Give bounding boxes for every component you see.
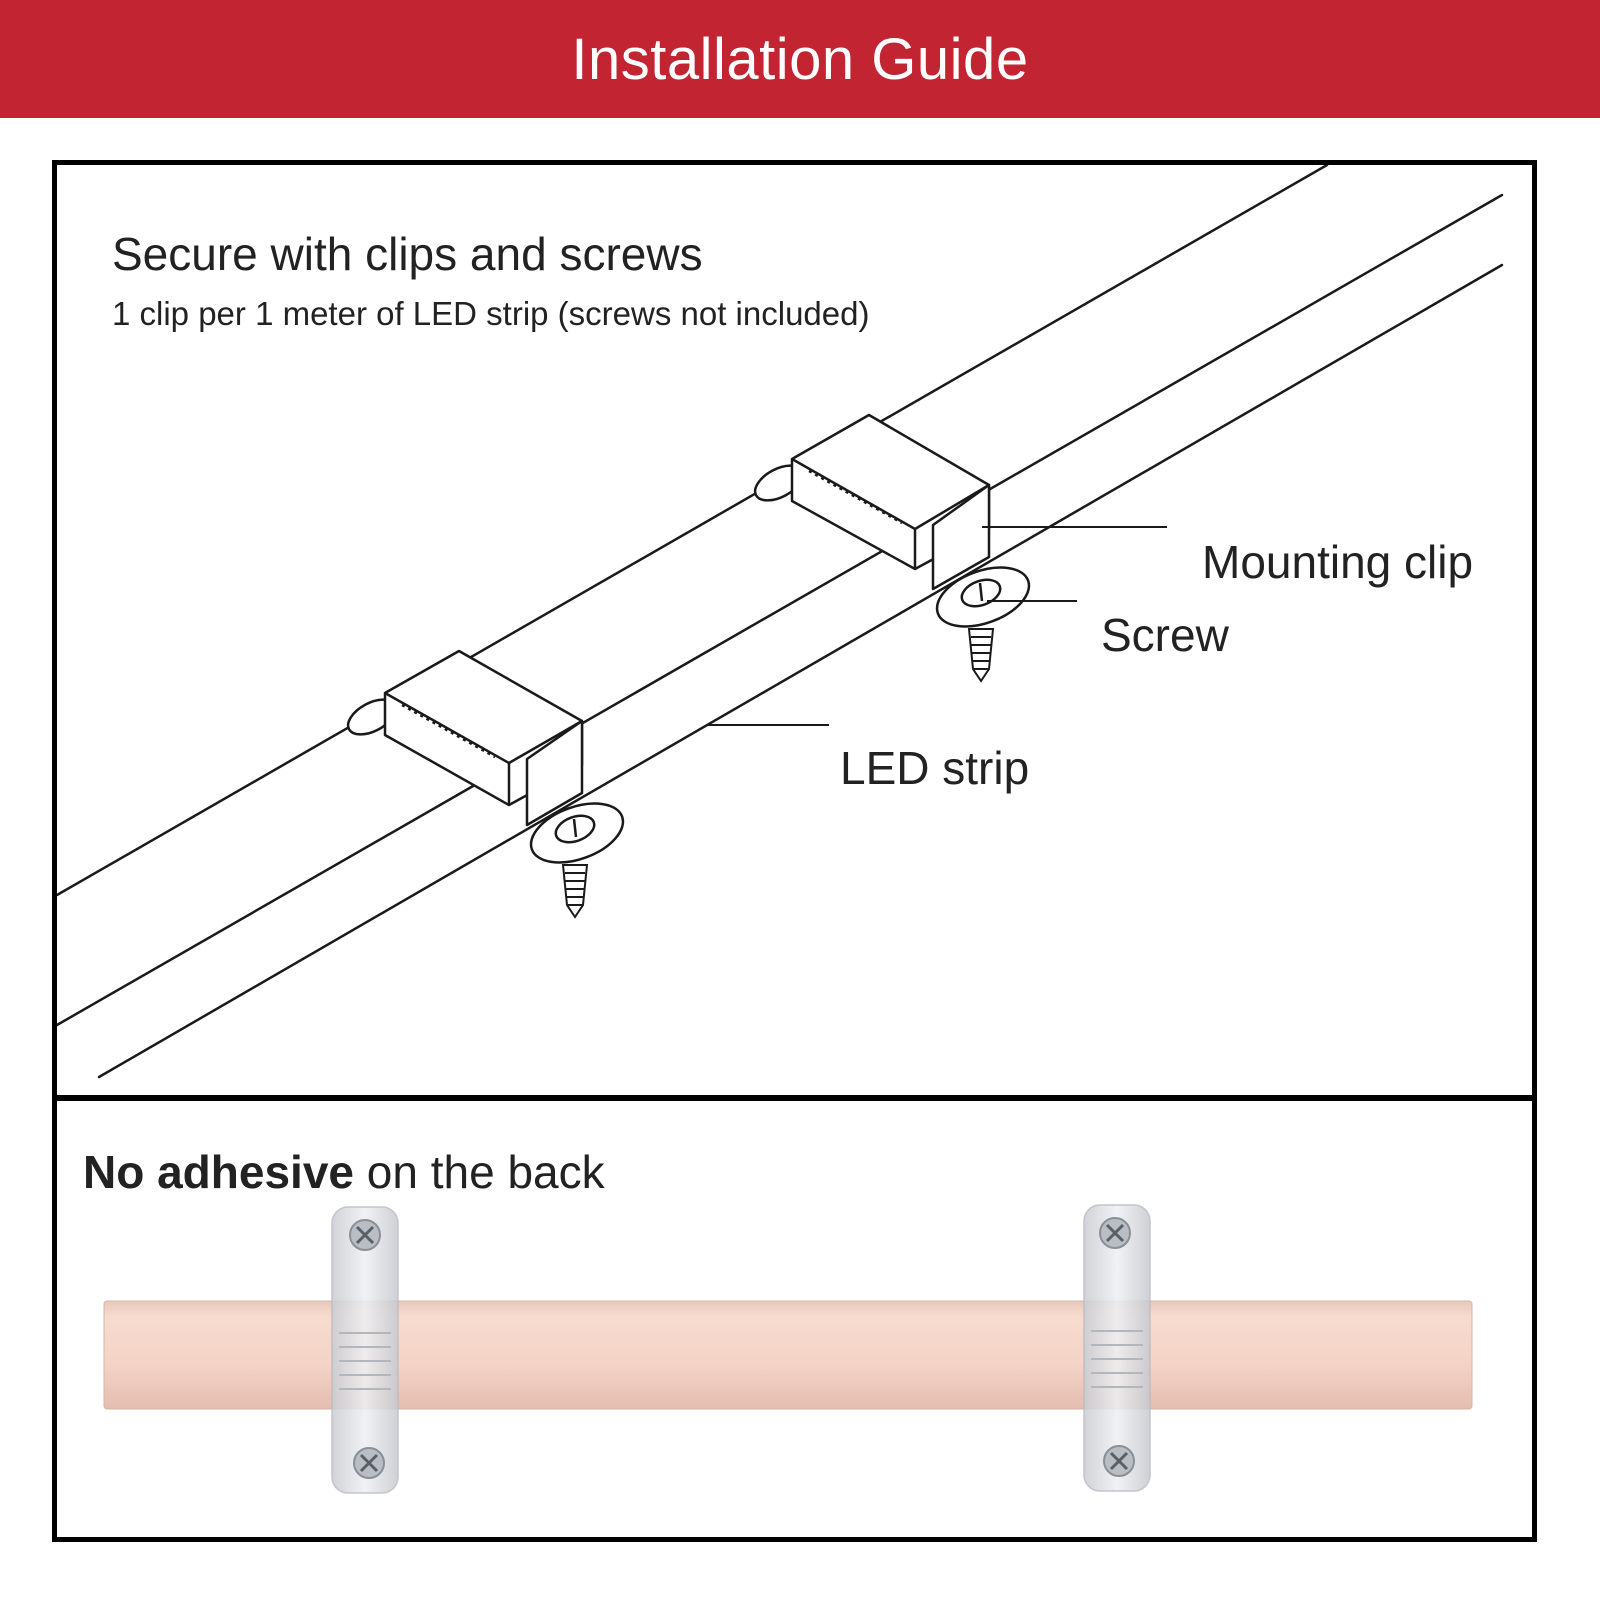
led-strip-bottom-edge [97,263,1504,1079]
mounting-clip-icon [346,649,625,864]
header-banner: Installation Guide [0,0,1600,118]
mounting-clip-label: Mounting clip [1202,536,1474,588]
mounting-clip-icon [1083,1204,1151,1492]
led-strip-label: LED strip [840,742,1030,794]
led-strip-photo-illustration [103,1204,1473,1494]
screw-icon [561,864,589,919]
no-adhesive-panel: No adhesive on the back [52,1096,1537,1542]
screw-label: Screw [1101,609,1229,661]
page-title: Installation Guide [571,26,1029,92]
led-strip-line-diagram [57,165,1504,1079]
led-strip-mid-edge [57,193,1504,1027]
led-strip-icon [103,1300,1473,1410]
no-adhesive-rest: on the back [354,1146,605,1198]
panel-subheading: 1 clip per 1 meter of LED strip (screws … [112,295,870,332]
led-strip-top-edge [57,165,1329,897]
no-adhesive-bold: No adhesive [83,1146,354,1198]
phillips-screw-icon [353,1447,385,1479]
mounting-clip-icon [753,413,1031,628]
clips-and-screws-panel: Secure with clips and screws 1 clip per … [52,160,1537,1100]
no-adhesive-heading: No adhesive on the back [83,1145,605,1199]
mounting-clip-icon [331,1206,399,1494]
phillips-screw-icon [1103,1445,1135,1477]
screw-icon [967,628,995,683]
phillips-screw-icon [1099,1217,1131,1249]
panel-heading: Secure with clips and screws [112,228,703,280]
phillips-screw-icon [349,1219,381,1251]
